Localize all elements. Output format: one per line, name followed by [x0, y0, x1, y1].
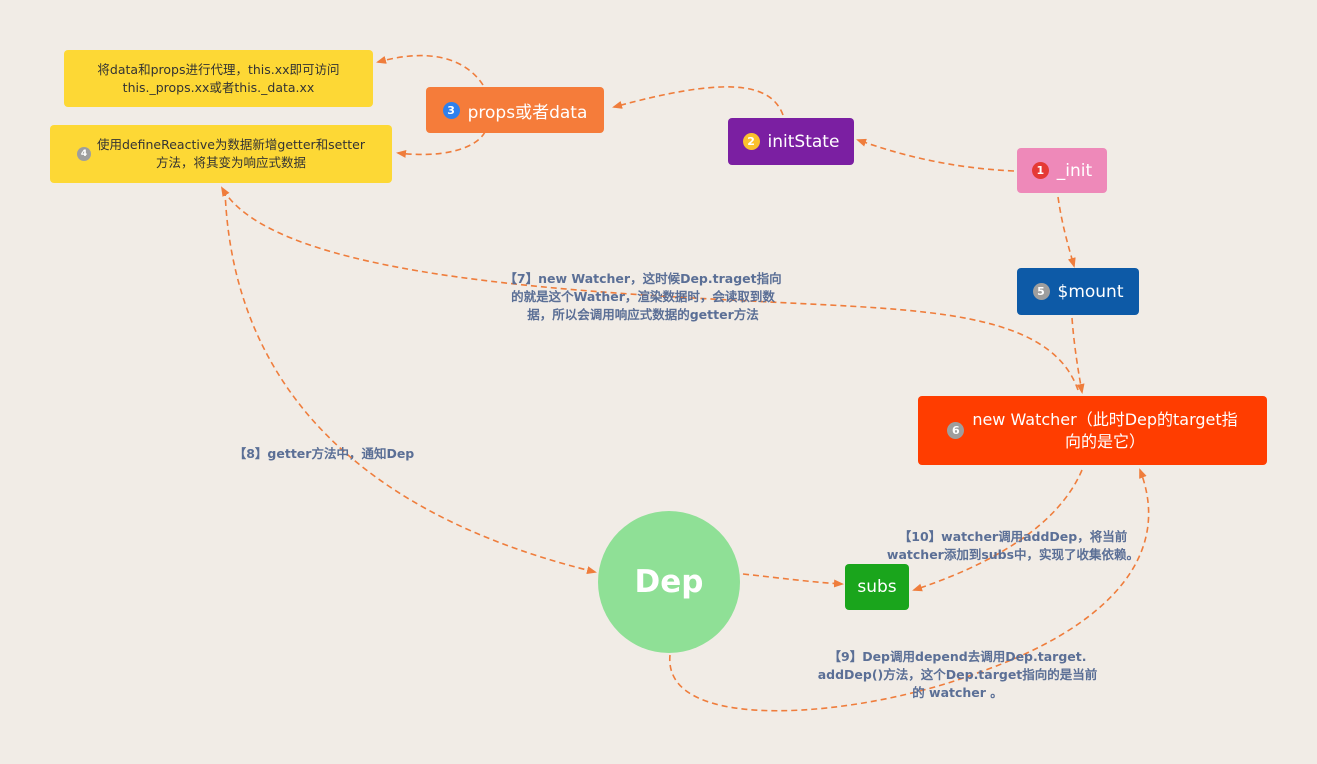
proxy-note-line1: 将data和props进行代理，this.xx即可访问 — [97, 61, 340, 77]
edge-label-10-line2: watcher添加到subs中，实现了收集依赖。 — [886, 547, 1140, 562]
node-initstate: 2 initState — [728, 118, 854, 165]
node-props-label: props或者data — [467, 102, 588, 123]
node-init-label: _init — [1056, 160, 1093, 181]
edge-label-7-line1: 【7】new Watcher，这时候Dep.traget指向 — [504, 271, 782, 286]
node-mount: 5 $mount — [1017, 268, 1139, 315]
node-subs: subs — [845, 564, 909, 610]
node-props: 3 props或者data — [426, 87, 604, 133]
edge-label-7-line2: 的就是这个Wather，渲染数据时，会读取到数 — [511, 289, 775, 304]
edge-props-to-reactive-note — [396, 131, 486, 158]
node-watcher-label-line2: 向的是它） — [1064, 431, 1145, 451]
edge-initstate-to-props — [612, 86, 784, 116]
node-subs-label: subs — [857, 577, 897, 597]
edge-reactive-note-to-dep — [224, 189, 597, 574]
step-5-badge: 5 — [1032, 283, 1050, 300]
node-mount-label: $mount — [1057, 281, 1124, 302]
edge-dep-to-subs — [742, 573, 844, 588]
node-watcher: 6 new Watcher（此时Dep的target指 向的是它） — [918, 396, 1267, 465]
edge-label-10: 【10】watcher调用addDep，将当前 watcher添加到subs中，… — [868, 528, 1158, 564]
step-3-badge: 3 — [442, 101, 460, 119]
proxy-note-line2: this._props.xx或者this._data.xx — [122, 79, 315, 95]
edge-props-to-proxy-note — [376, 54, 484, 86]
proxy-note: 将data和props进行代理，this.xx即可访问 this._props.… — [64, 50, 373, 107]
node-watcher-label-line1: new Watcher（此时Dep的target指 — [972, 409, 1238, 429]
reactive-note-line2: 方法，将其变为响应式数据 — [155, 155, 306, 170]
edge-watcher-to-subs — [912, 469, 1083, 592]
step-4-badge: 4 — [76, 147, 91, 161]
edge-label-9: 【9】Dep调用depend去调用Dep.target. addDep()方法，… — [800, 648, 1115, 702]
reactive-note: 4 使用defineReactive为数据新增getter和setter 方法，… — [50, 125, 392, 183]
edge-init-to-initstate — [856, 138, 1015, 172]
step-2-badge: 2 — [742, 133, 760, 150]
step-6-badge: 6 — [947, 422, 965, 439]
edge-watcher-to-reactive-note — [220, 186, 1079, 391]
edge-label-9-line3: 的 watcher 。 — [912, 685, 1003, 700]
edge-init-to-mount — [1057, 196, 1076, 268]
edge-label-9-line1: 【9】Dep调用depend去调用Dep.target. — [828, 649, 1087, 664]
edge-label-9-line2: addDep()方法，这个Dep.target指向的是当前 — [817, 667, 1098, 682]
edge-label-7-line3: 据，所以会调用响应式数据的getter方法 — [527, 307, 759, 322]
node-initstate-label: initState — [767, 131, 840, 152]
edge-label-8: 【8】getter方法中，通知Dep — [224, 445, 424, 463]
edge-label-7: 【7】new Watcher，这时候Dep.traget指向 的就是这个Wath… — [478, 270, 808, 324]
edge-dep-to-watcher — [669, 468, 1150, 712]
node-init: 1 _init — [1017, 148, 1107, 193]
edge-label-8-line1: 【8】getter方法中，通知Dep — [233, 446, 415, 461]
reactive-note-line1: 使用defineReactive为数据新增getter和setter — [96, 137, 365, 152]
step-1-badge: 1 — [1031, 162, 1049, 179]
node-dep: Dep — [598, 511, 740, 653]
node-dep-label: Dep — [634, 564, 704, 600]
edge-label-10-line1: 【10】watcher调用addDep，将当前 — [898, 529, 1128, 544]
